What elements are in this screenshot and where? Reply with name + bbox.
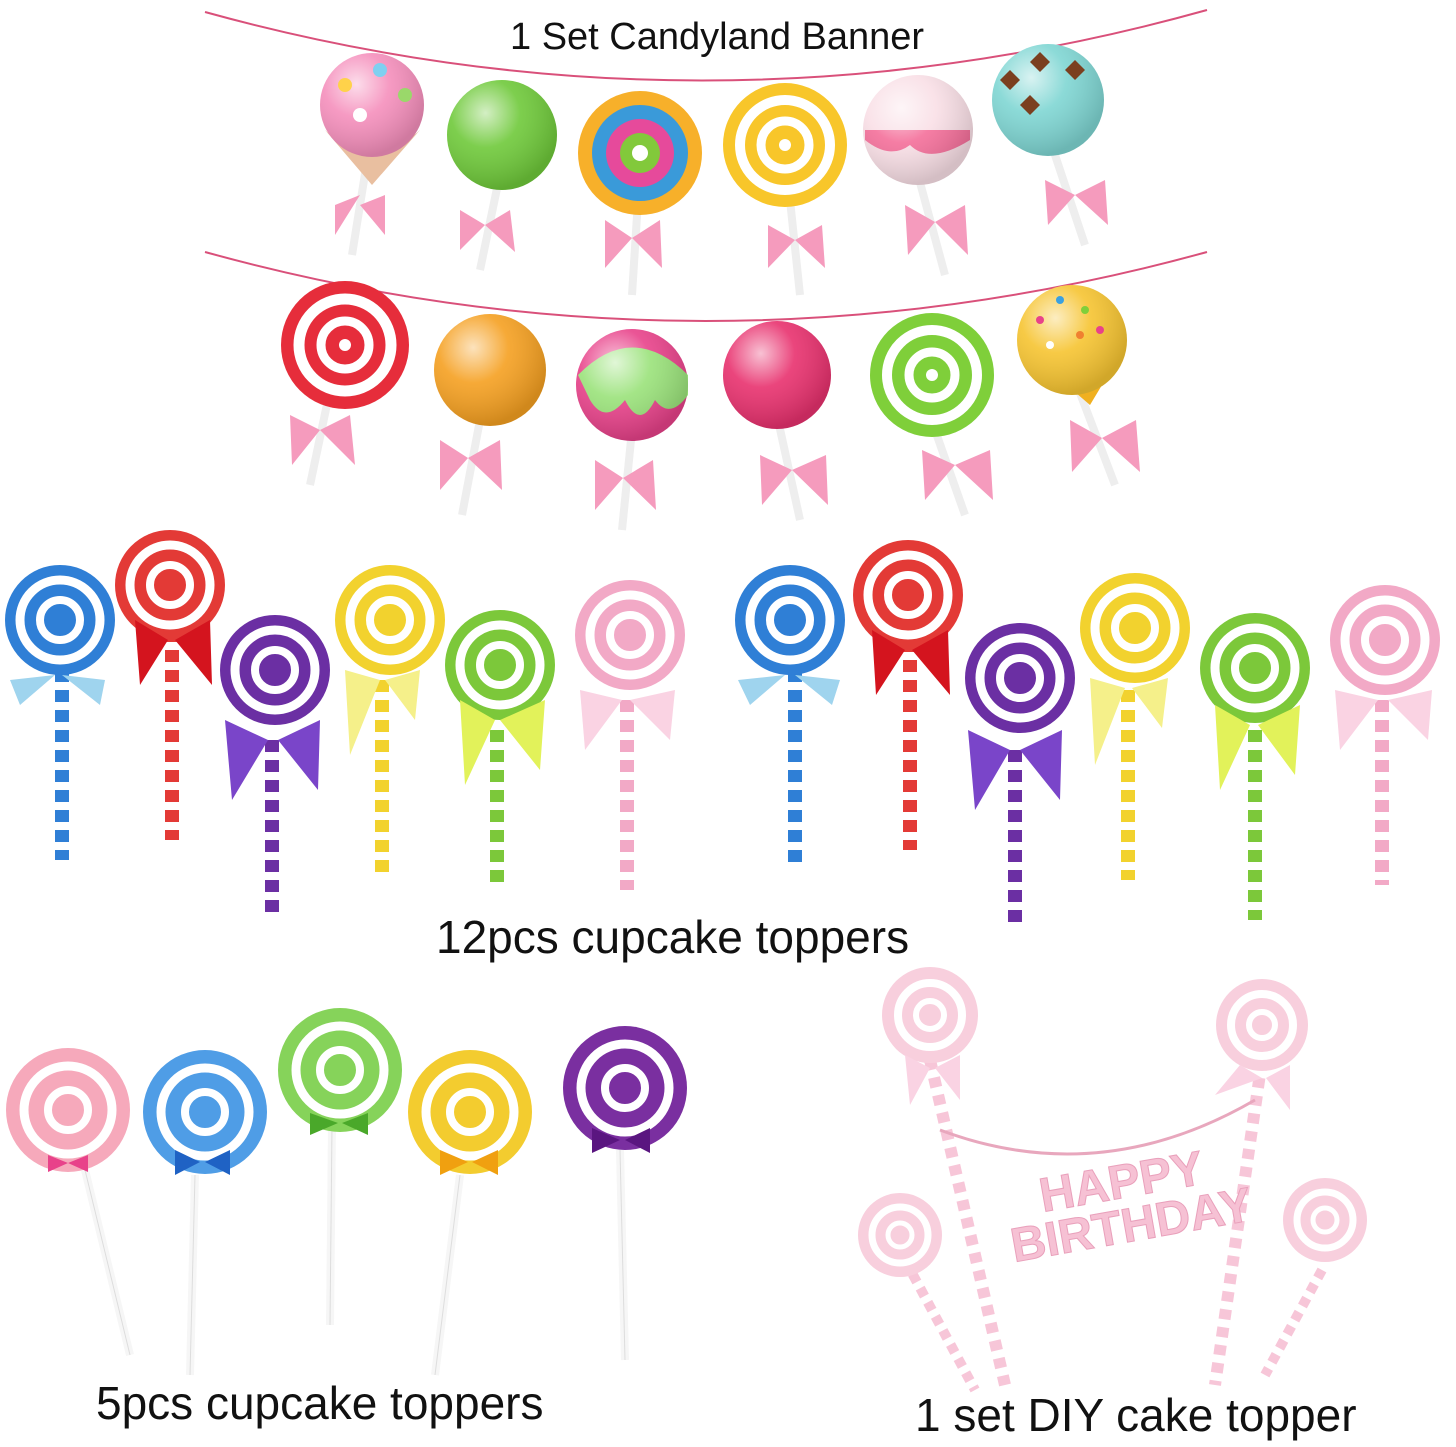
banner-cakepop-sprinkles	[1017, 285, 1140, 487]
banner-cakepop-white	[863, 75, 973, 277]
topper-lollipop-red	[115, 530, 225, 840]
banner-cakepop-green-drip	[576, 329, 688, 531]
banner-cakepop-pink	[320, 53, 424, 256]
banner-lollipop-red-swirl	[281, 281, 409, 486]
banner-lollipop-yellow-swirl	[723, 83, 847, 296]
banner-lollipop-rainbow-swirl	[578, 91, 702, 296]
banner-cakepop-mint-stars	[992, 44, 1108, 247]
topper-lollipop-purple-2	[965, 623, 1075, 925]
banner-lollipop-green	[447, 80, 557, 271]
topper-lollipop-green	[445, 610, 555, 890]
banner-row-top	[320, 44, 1108, 296]
mini-topper-pink	[6, 1048, 134, 1356]
diy-topper-caption: 1 set DIY cake topper	[915, 1389, 1357, 1441]
banner-lollipop-magenta	[723, 321, 831, 521]
cupcake-toppers-12	[5, 530, 1440, 925]
topper-lollipop-red-2	[853, 540, 963, 850]
cupcake-5-caption: 5pcs cupcake toppers	[96, 1377, 544, 1429]
topper-lollipop-pink-2	[1330, 585, 1440, 885]
topper-lollipop-yellow	[335, 565, 445, 875]
mini-topper-green	[278, 1008, 402, 1326]
topper-lollipop-yellow-2	[1080, 573, 1190, 880]
cupcake-toppers-5	[6, 1008, 687, 1376]
topper-lollipop-green-2	[1200, 613, 1310, 920]
diy-cake-topper: HAPPY BIRTHDAY	[858, 967, 1367, 1393]
topper-lollipop-blue	[5, 565, 115, 860]
mini-topper-yellow	[408, 1050, 532, 1376]
mini-topper-blue	[143, 1050, 267, 1376]
topper-lollipop-pink	[575, 580, 685, 890]
banner-string-top	[204, 9, 1208, 82]
cupcake-12-caption: 12pcs cupcake toppers	[436, 911, 910, 963]
topper-lollipop-purple	[220, 615, 330, 920]
banner-row-bottom	[281, 281, 1140, 531]
mini-topper-purple	[563, 1026, 687, 1361]
banner-lollipop-orange	[434, 314, 546, 516]
banner-lollipop-green-swirl	[870, 313, 994, 517]
banner-caption: 1 Set Candyland Banner	[510, 16, 925, 58]
topper-lollipop-blue-2	[735, 565, 845, 865]
